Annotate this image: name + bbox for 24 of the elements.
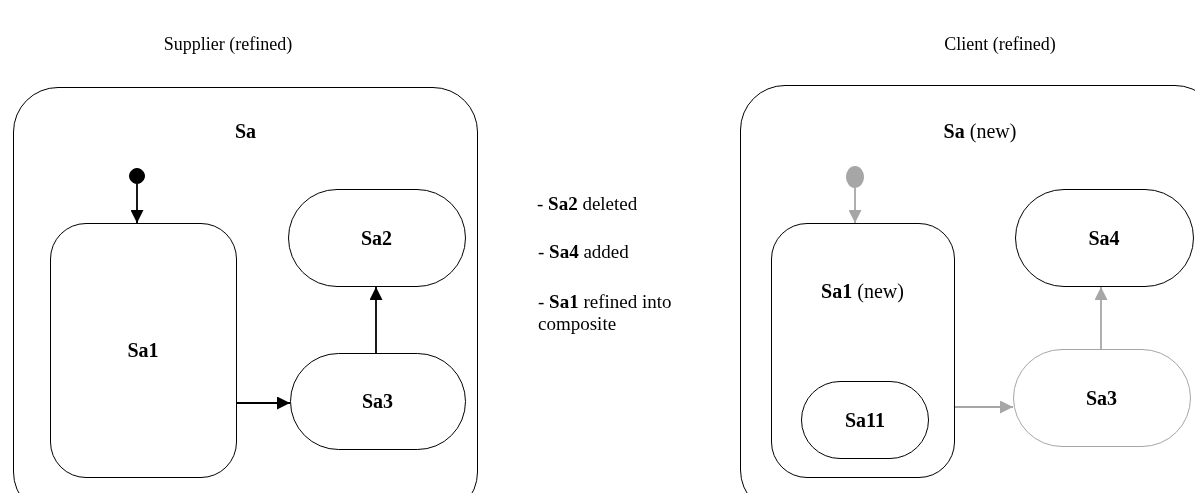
change-note: - Sa1 refined into composite — [538, 291, 673, 335]
state-name: Sa1 (new) — [820, 279, 905, 303]
transition-arrow — [130, 183, 144, 224]
change-note: - Sa4 added — [538, 241, 630, 263]
state-name: Sa4 — [1087, 226, 1121, 249]
initial-state-dot — [128, 167, 145, 184]
initial-state-dot — [845, 165, 864, 188]
state-name: Sa3 — [1084, 386, 1119, 409]
composite-state-box — [770, 222, 955, 478]
transition-arrow — [1094, 286, 1108, 350]
state-box — [49, 222, 237, 478]
change-note: - Sa2 deleted — [537, 193, 639, 215]
transition-arrow — [236, 396, 291, 410]
diagram-heading: Supplier (refined) — [163, 34, 293, 55]
state-name: Sa1 — [126, 338, 160, 362]
transition-arrow — [848, 187, 862, 224]
state-name: Sa (new) — [942, 120, 1018, 143]
transition-arrow — [954, 400, 1014, 414]
transition-arrow — [369, 286, 383, 354]
state-name: Sa2 — [359, 226, 394, 249]
state-name: Sa11 — [844, 408, 886, 432]
diagram-heading: Client (refined) — [944, 34, 1056, 55]
state-name: Sa3 — [360, 389, 395, 413]
state-name: Sa — [233, 120, 258, 143]
